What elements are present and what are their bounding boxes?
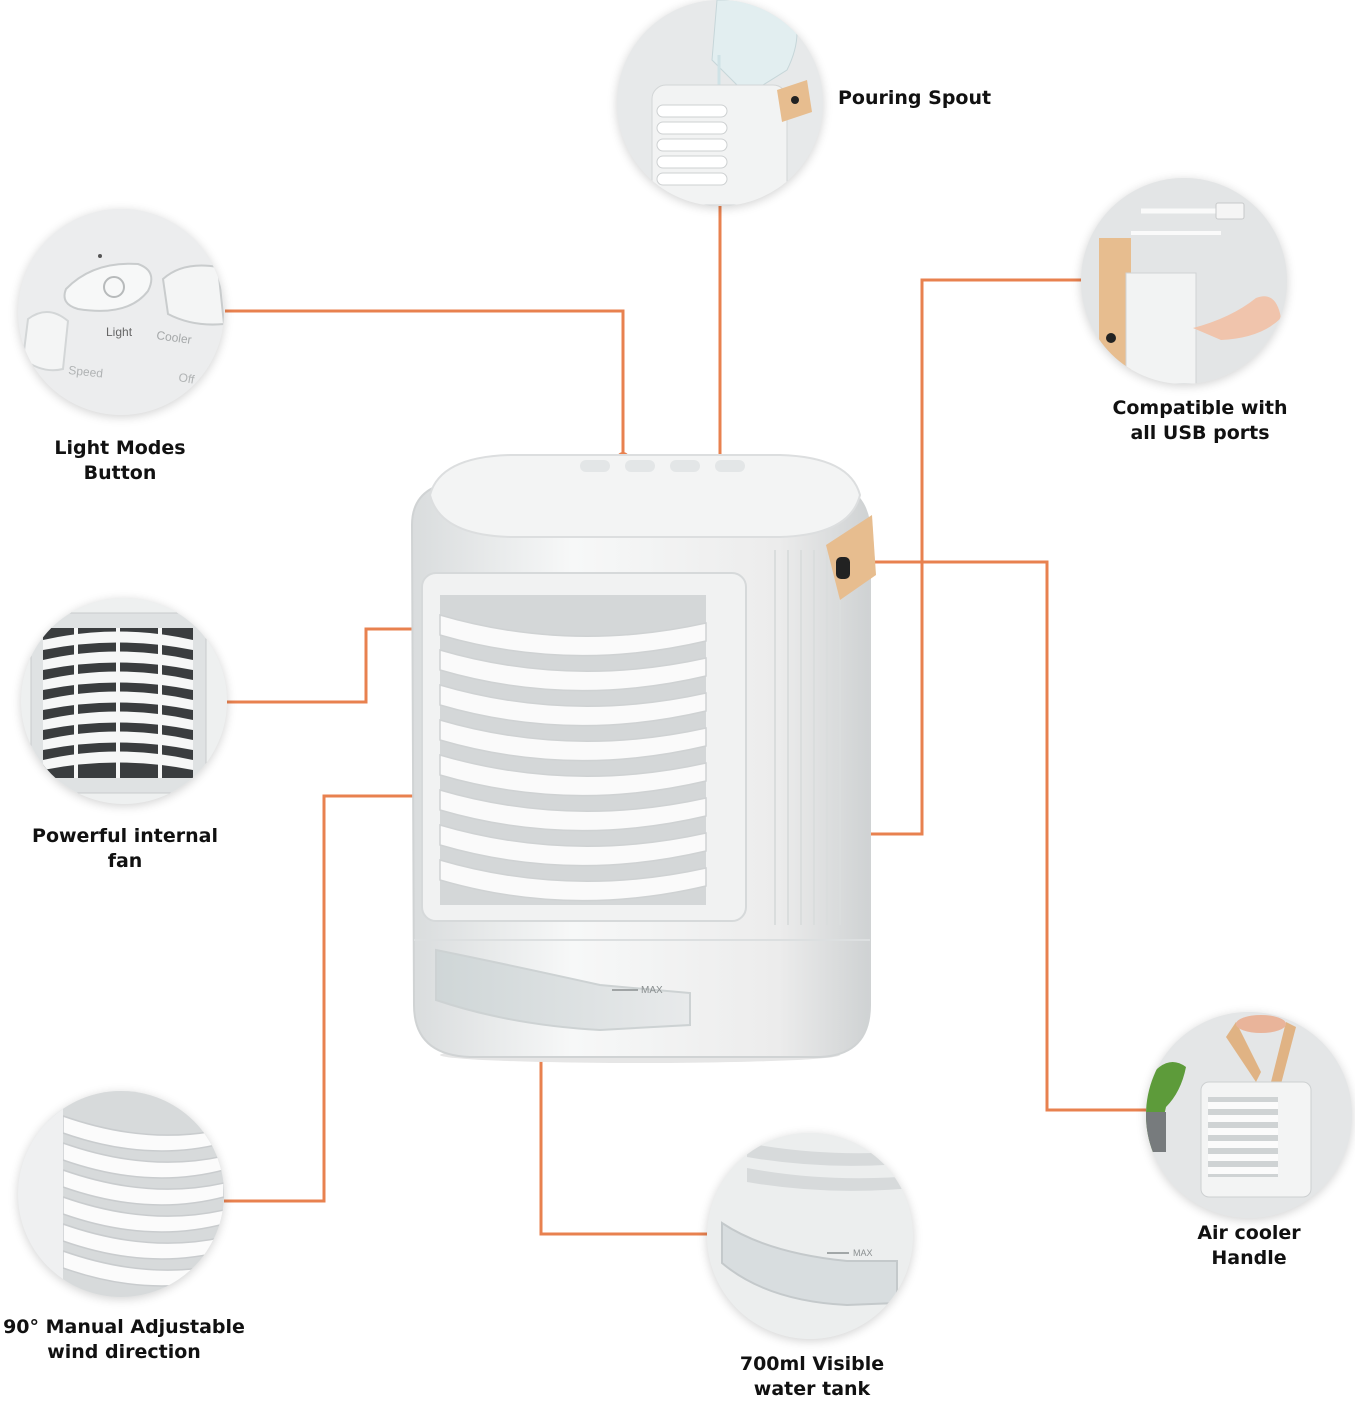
connector-handle [864,560,1148,1112]
fan-image [21,598,227,804]
button-label-off: Off [177,370,196,387]
air-cooler-image: MAX [410,454,876,1063]
label-pouring-spout: Pouring Spout [838,87,992,109]
water-tank-image: MAX [707,1133,913,1339]
circle-usb [1081,178,1287,384]
circle-wind-direction [18,1091,224,1297]
circle-light-modes: Light Cooler Speed Off [18,209,224,415]
label-handle: Air cooler Handle [1197,1222,1301,1269]
usb-image [1081,178,1287,384]
circle-water-tank: MAX [707,1133,913,1339]
connector-usb [864,278,1082,836]
label-wind-direction: 90° Manual Adjustable wind direction [3,1316,245,1363]
button-panel-image: Light Cooler Speed Off [18,209,224,415]
label-water-tank: 700ml Visible water tank [739,1353,885,1400]
handle-image [1146,1012,1352,1218]
connector-tank [539,1013,708,1236]
pouring-spout-image [617,0,823,206]
label-usb: Compatible with all USB ports [1112,397,1288,444]
button-label-cooler: Cooler [156,328,193,347]
tank-detail-max-mark: MAX [853,1248,873,1258]
connector-light [225,309,625,458]
button-label-speed: Speed [68,363,104,381]
button-label-light: Light [106,325,133,339]
circle-handle [1146,1012,1352,1218]
label-light-modes: Light Modes Button [54,437,186,484]
circle-fan [21,598,227,804]
tank-max-mark: MAX [641,985,663,996]
wind-direction-image [18,1091,224,1297]
circle-pouring-spout [617,0,823,206]
label-fan: Powerful internal fan [32,825,218,872]
